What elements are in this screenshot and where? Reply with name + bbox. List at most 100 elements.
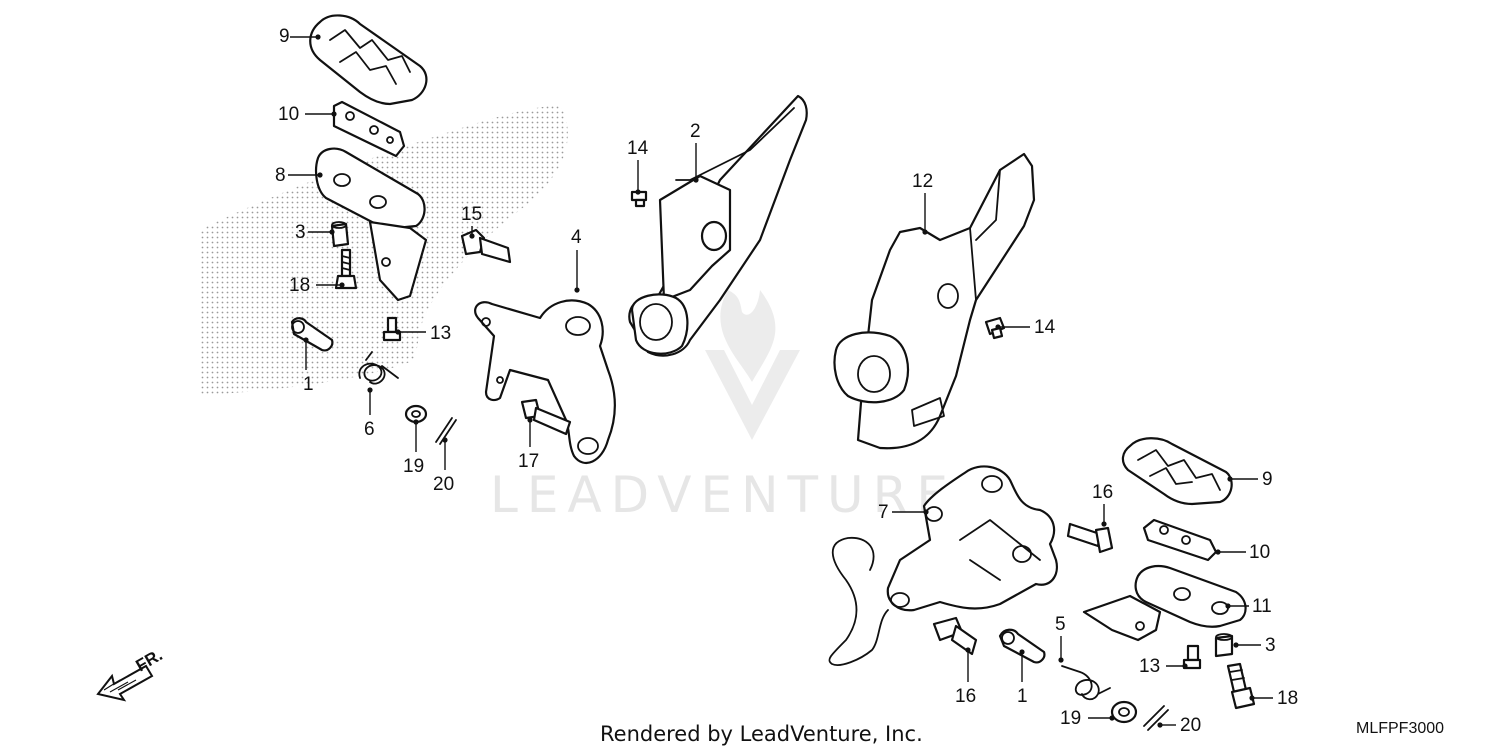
collar-right (1214, 633, 1234, 658)
callout-20: 20 (433, 437, 454, 495)
leader-dot (693, 177, 699, 183)
callout-number: 3 (1265, 635, 1276, 656)
leader-dot (469, 233, 475, 239)
callout-number: 6 (364, 419, 375, 440)
leadventure-watermark: LEADVENTURE (490, 290, 948, 524)
callout-number: 9 (1262, 469, 1273, 490)
callout-number: 20 (1180, 715, 1201, 736)
leader-dot (317, 172, 323, 178)
callout-10: 10 (1215, 542, 1270, 563)
bolt-16-upper (1066, 522, 1114, 554)
callout-4: 4 (571, 227, 582, 293)
callout-3: 3 (295, 222, 335, 243)
callout-13: 13 (1139, 656, 1188, 677)
callout-number: 15 (461, 204, 482, 225)
bracket-7 (828, 465, 1058, 666)
leader-dot (1182, 663, 1188, 669)
callout-19: 19 (1060, 708, 1115, 729)
leader-dot (574, 287, 580, 293)
leader-dot (995, 324, 1001, 330)
callout-number: 8 (275, 165, 286, 186)
callout-13: 13 (395, 323, 451, 344)
leader-dot (442, 437, 448, 443)
callout-7: 7 (878, 502, 929, 523)
plate-left (332, 100, 406, 158)
spring-right (1061, 665, 1111, 701)
bolt-16-lower (932, 616, 978, 656)
leader-dot (1058, 657, 1064, 663)
washer-right (1110, 700, 1138, 724)
callout-8: 8 (275, 165, 323, 186)
leader-dot (395, 329, 401, 335)
pin-left (290, 317, 334, 352)
leader-dot (1225, 603, 1231, 609)
diagram-code: MLFPF3000 (1356, 720, 1444, 737)
pin-right (998, 628, 1046, 664)
leader-dot (331, 111, 337, 117)
callout-number: 18 (1277, 688, 1298, 709)
callout-number: 12 (912, 171, 933, 192)
callout-number: 10 (1249, 542, 1270, 563)
leader-dot (1101, 521, 1107, 527)
callout-5: 5 (1055, 614, 1066, 663)
callout-number: 18 (289, 275, 310, 296)
callout-number: 17 (518, 451, 539, 472)
leader-dot (1227, 476, 1233, 482)
spring-left (358, 351, 399, 385)
callout-9: 9 (279, 26, 321, 47)
callout-number: 14 (627, 138, 649, 159)
bracket-4 (474, 299, 616, 464)
leader-dot (413, 419, 419, 425)
callout-14: 14 (627, 138, 649, 195)
bolt-17 (520, 398, 572, 436)
bolt-13-left (382, 316, 402, 342)
rendered-by-footer: Rendered by LeadVenture, Inc. (600, 722, 923, 746)
screw-14-right (984, 316, 1006, 340)
callout-number: 1 (303, 374, 314, 395)
leader-dot (527, 417, 533, 423)
leader-dot (1109, 715, 1115, 721)
callout-11: 11 (1225, 596, 1272, 617)
callout-number: 2 (690, 121, 701, 142)
leader-dot (635, 189, 641, 195)
callout-6: 6 (364, 387, 375, 440)
callout-number: 9 (279, 26, 290, 47)
heel-guard-left (628, 94, 808, 357)
callout-number: 3 (295, 222, 306, 243)
leader-dot (315, 34, 321, 40)
leader-dot (367, 387, 373, 393)
callout-labels: 9108318131619201541714212141697101135131… (275, 26, 1298, 736)
callout-number: 16 (955, 686, 976, 707)
callout-number: 16 (1092, 482, 1113, 503)
footpeg-rubber-left (309, 14, 428, 106)
callout-12: 12 (912, 171, 933, 235)
callout-number: 19 (403, 456, 424, 477)
bolt-15 (460, 228, 512, 264)
callout-number: 11 (1252, 596, 1272, 617)
leader-dot (922, 229, 928, 235)
front-direction-marker: FR. (96, 645, 166, 702)
callout-14: 14 (995, 317, 1056, 338)
callout-16: 16 (1092, 482, 1113, 527)
callout-number: 13 (430, 323, 451, 344)
collar-left (330, 221, 350, 248)
leader-dot (1233, 642, 1239, 648)
callout-number: 1 (1017, 686, 1028, 707)
callout-number: 10 (278, 104, 299, 125)
plate-right (1142, 518, 1218, 562)
cotter-pin-right (1143, 705, 1169, 731)
callout-3: 3 (1233, 635, 1276, 656)
leader-dot (923, 509, 929, 515)
callout-20: 20 (1157, 715, 1201, 736)
callout-18: 18 (1249, 688, 1298, 709)
leader-dot (1249, 695, 1255, 701)
bolt-18-right (1226, 662, 1256, 710)
screw-14-upper (630, 190, 648, 208)
leader-dot (1215, 549, 1221, 555)
callout-number: 20 (433, 474, 454, 495)
footpeg-holder-right (1082, 565, 1247, 642)
callout-10: 10 (278, 104, 337, 125)
leader-dot (1157, 722, 1163, 728)
leader-dot (303, 337, 309, 343)
